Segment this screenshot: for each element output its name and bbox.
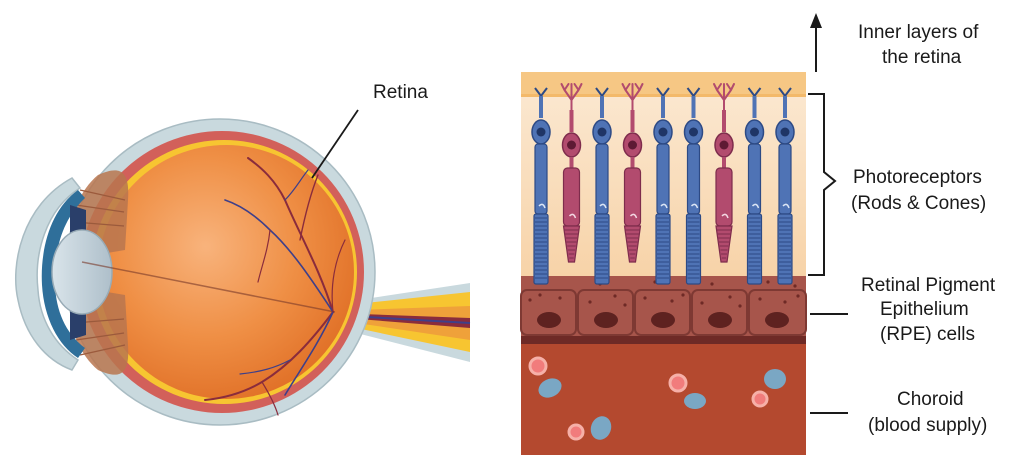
inner-layers-arrow [810,13,822,72]
choroid-label-line1: Choroid [897,389,964,410]
retina-cross-section: Inner layers of the retina Photoreceptor… [521,13,996,455]
inner-layers-label-line2: the retina [882,47,962,68]
photoreceptors-label-line2: (Rods & Cones) [851,193,986,214]
photoreceptor-bracket [808,94,835,275]
photoreceptors-label-line1: Photoreceptors [853,167,982,188]
retina-pointer [312,110,358,178]
rpe-label-line3: (RPE) cells [880,324,975,345]
photoreceptors [532,84,794,284]
retina-label: Retina [373,82,428,103]
choroid-label-line2: (blood supply) [868,415,987,436]
inner-layers-label-line1: Inner layers of [858,22,979,43]
inner-layers-band [521,72,806,96]
rpe-label-line1: Retinal Pigment [861,275,996,296]
rpe-label-line2: Epithelium [880,299,969,320]
lens [52,230,112,314]
eye-illustration: Retina [16,82,470,425]
